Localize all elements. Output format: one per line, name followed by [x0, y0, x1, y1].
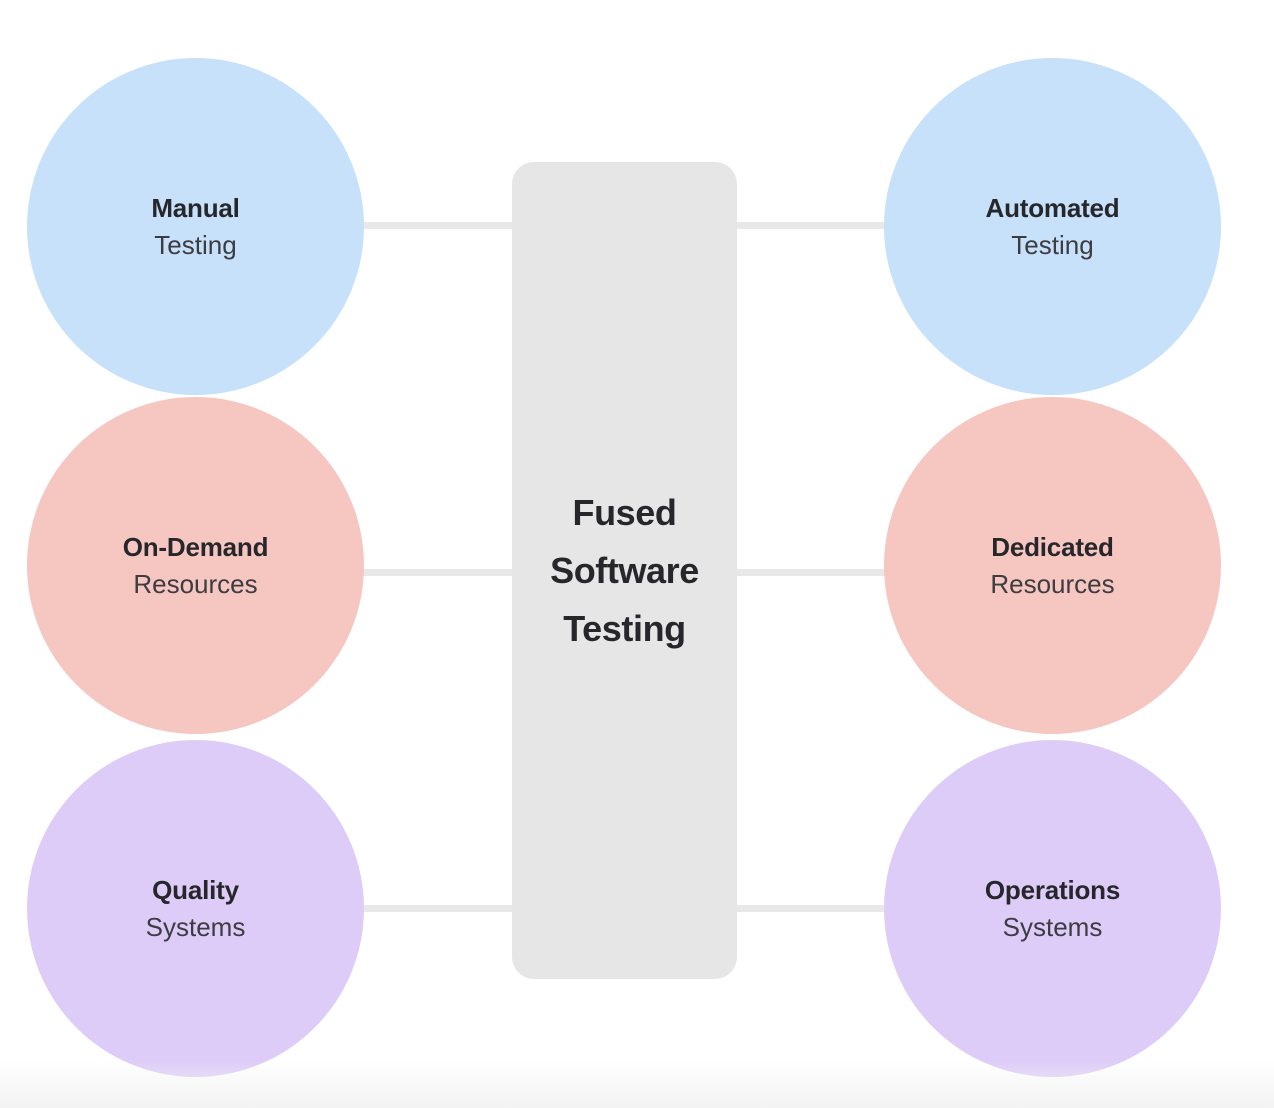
node-dedicated-resources: Dedicated Resources [884, 397, 1221, 734]
connector-line [340, 905, 515, 912]
node-label-secondary: Testing [1011, 229, 1094, 260]
center-node-fused-software-testing: Fused Software Testing [512, 162, 737, 979]
connector-line [340, 569, 515, 576]
node-quality-systems: Quality Systems [27, 740, 364, 1077]
node-label-primary: Operations [984, 874, 1121, 905]
node-operations-systems: Operations Systems [884, 740, 1221, 1077]
node-label-secondary: Systems [1002, 911, 1103, 942]
node-label-primary: Automated [985, 192, 1120, 223]
connector-line [734, 222, 894, 229]
node-manual-testing: Manual Testing [27, 58, 364, 395]
node-label-secondary: Testing [154, 229, 237, 260]
node-label-primary: On-Demand [122, 531, 269, 562]
node-on-demand-resources: On-Demand Resources [27, 397, 364, 734]
center-node-title: Fused Software Testing [550, 491, 699, 649]
connector-line [734, 569, 894, 576]
node-label-primary: Quality [152, 874, 239, 905]
connector-line [340, 222, 515, 229]
node-label-secondary: Resources [133, 568, 258, 599]
node-label-secondary: Systems [145, 911, 246, 942]
node-label-primary: Dedicated [991, 531, 1114, 562]
node-label-primary: Manual [151, 192, 240, 223]
node-automated-testing: Automated Testing [884, 58, 1221, 395]
node-label-secondary: Resources [990, 568, 1115, 599]
connector-line [734, 905, 894, 912]
